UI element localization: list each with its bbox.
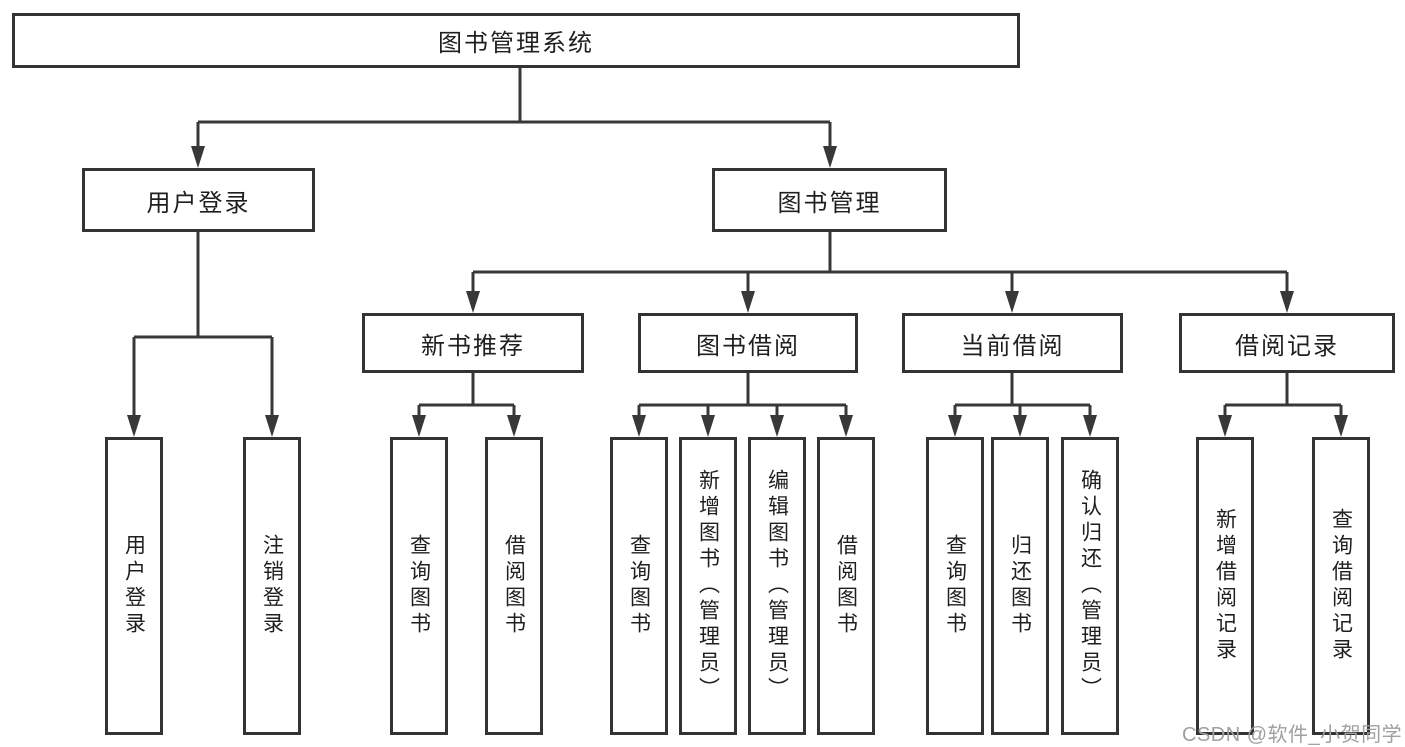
node-leaf-logout: 注销登录 (243, 437, 301, 735)
node-library-system: 图书管理系统 (12, 13, 1020, 68)
node-leaf-add-books-admin: 新增图书（管理员） (679, 437, 737, 735)
node-leaf-user-login: 用户登录 (105, 437, 163, 735)
node-leaf-add-borrow-record: 新增借阅记录 (1196, 437, 1254, 735)
node-leaf-edit-books-admin: 编辑图书（管理员） (748, 437, 806, 735)
connector-current-branch (953, 373, 1092, 421)
connector-mgmt-branch (471, 232, 1289, 295)
node-new-book-recommend: 新书推荐 (362, 313, 584, 373)
node-leaf-confirm-return-admin: 确认归还（管理员） (1061, 437, 1119, 735)
csdn-watermark: CSDN @软件_小贺同学 (1182, 724, 1403, 746)
arrowheads (127, 146, 1348, 437)
node-user-login: 用户登录 (82, 168, 315, 232)
node-leaf-query-books-rec: 查询图书 (390, 437, 448, 735)
node-current-borrow: 当前借阅 (902, 313, 1123, 373)
node-leaf-borrow-books-rec: 借阅图书 (485, 437, 543, 735)
node-leaf-return-books: 归还图书 (991, 437, 1049, 735)
node-leaf-query-borrow-record: 查询借阅记录 (1312, 437, 1370, 735)
node-book-management: 图书管理 (712, 168, 947, 232)
connector-borrow-branch (637, 373, 848, 421)
node-borrow-record: 借阅记录 (1179, 313, 1395, 373)
connector-root-trunk (196, 68, 832, 150)
node-leaf-query-books-borrow: 查询图书 (610, 437, 668, 735)
connector-record-branch (1223, 373, 1343, 421)
node-leaf-borrow-books: 借阅图书 (817, 437, 875, 735)
connector-newrec-branch (417, 373, 516, 421)
node-book-borrow: 图书借阅 (638, 313, 858, 373)
connector-login-branch (132, 232, 274, 419)
node-leaf-query-books-current: 查询图书 (926, 437, 984, 735)
